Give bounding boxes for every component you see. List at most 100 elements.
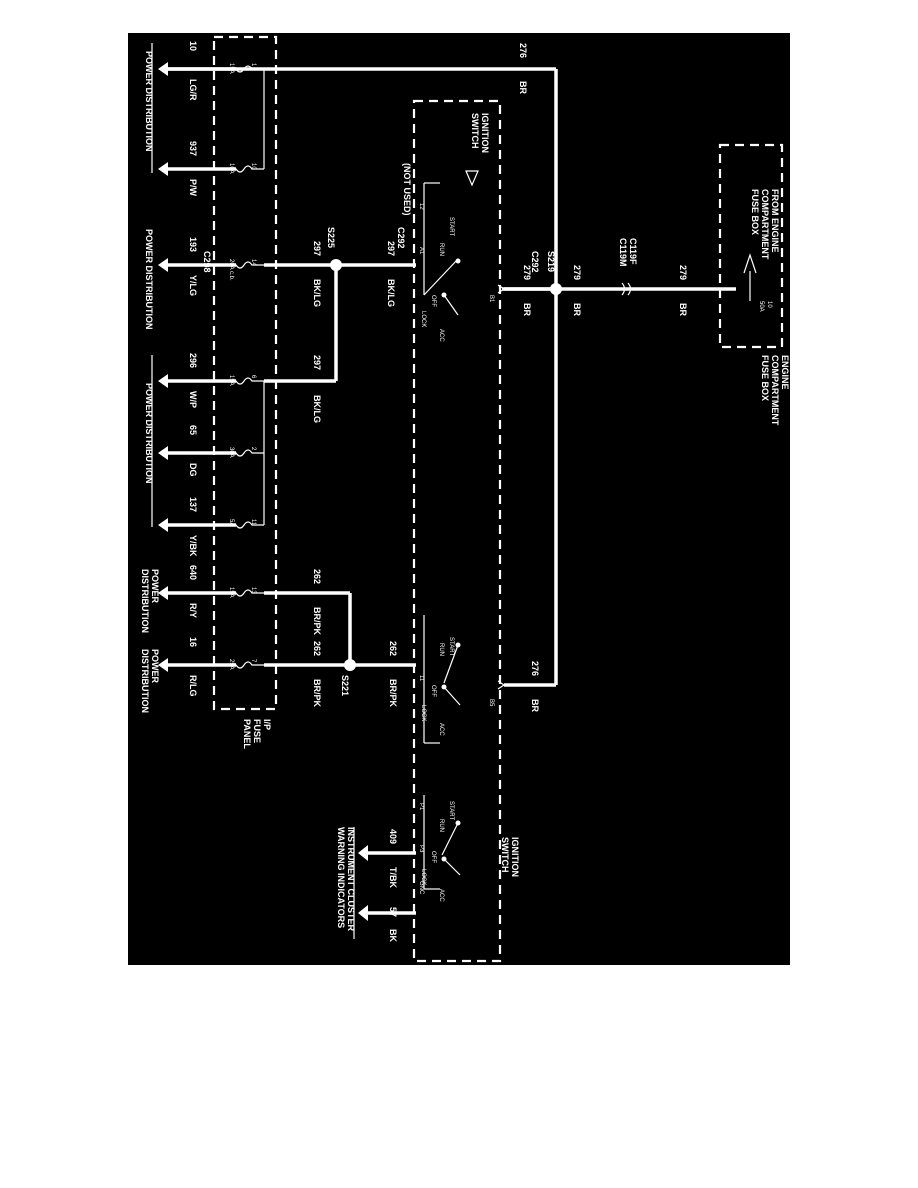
wire-276-top-circuit: 276	[518, 43, 528, 58]
instrument-cluster-label-2: WARNING INDICATORS	[336, 827, 346, 928]
fuse-rating: 20A c.b.	[228, 259, 234, 281]
engine-fuse-box-label-2: COMPARTMENT	[770, 355, 780, 426]
feed-wire-279: C119F C119M 279 BR 279 BR	[502, 238, 736, 316]
fuse-output-color: R/Y	[188, 603, 198, 618]
power-distribution-label-2: POWER DISTRIBUTION	[144, 229, 154, 330]
power-distribution-label-4a: POWER	[150, 569, 160, 604]
switch3-start: START	[448, 801, 454, 820]
ignition-switch-2-title-2: SWITCH	[500, 837, 510, 873]
fuse-rating: 25A	[228, 659, 234, 670]
wire-279-mid-color: BR	[572, 303, 582, 316]
fuse-symbol	[188, 377, 264, 385]
ignition-switch-title-1: IGNITION	[480, 113, 490, 153]
terminal-p3: P3	[418, 845, 424, 853]
wire-279-c292-color: BR	[522, 303, 532, 316]
wire-262-b-color: BR/PK	[312, 679, 322, 708]
terminal-gnc: GNC	[418, 881, 424, 895]
fuse-symbol	[188, 261, 264, 269]
wire-276-right-color: BR	[530, 699, 540, 712]
switch-section-2: START RUN OFF LOCK ACC 11 B5	[418, 615, 506, 744]
splice-s221-label: S221	[340, 675, 350, 696]
fuse-rating: 10A	[228, 163, 234, 174]
fuse-output-circuit: 16	[188, 637, 198, 647]
circuit-297: C292 297 BK/LG S225 297 BK/LG 297 BK/LG	[264, 227, 416, 423]
fuse-output-color: DG	[188, 463, 198, 477]
switch-section-3: START RUN OFF LOCK ACC P1 P3 GNC	[418, 795, 461, 902]
terminal-b1: B1	[488, 295, 494, 303]
fuse-symbol	[188, 521, 264, 529]
switch1-acc: ACC	[438, 329, 444, 342]
switch3-acc: ACC	[438, 889, 444, 902]
fuse-output-color: Y/BK	[188, 535, 198, 557]
wire-297-c-circuit: 297	[312, 355, 322, 370]
fuse-rating: 5A	[228, 519, 234, 526]
power-distribution-label-4b: DISTRIBUTION	[140, 569, 150, 633]
switch3-off: OFF	[430, 851, 436, 863]
terminal-b5: B5	[488, 699, 494, 707]
fuse-symbol	[188, 65, 264, 73]
fuse-output-circuit: 193	[188, 237, 198, 252]
splice-s219-label: S219	[546, 251, 556, 272]
fuse-output-circuit: 137	[188, 497, 198, 512]
wire-57-circuit: 57	[388, 907, 398, 917]
engine-fuse-box-title-3: FUSE BOX	[750, 189, 760, 235]
connector-c119m: C119M	[618, 238, 628, 267]
fuse-output-color: LG/R	[188, 79, 198, 101]
terminal-11: 11	[418, 675, 424, 682]
wire-297-b-color: BK/LG	[312, 279, 322, 307]
fuse-number: 6	[250, 375, 256, 379]
output-arrow	[158, 586, 168, 600]
fuse-output-circuit: 296	[188, 353, 198, 368]
engine-compartment-fuse-box: 10 50A FROM ENGINE COMPARTMENT FUSE BOX …	[718, 143, 790, 426]
fuse-panel-title-1: I/P	[262, 719, 272, 730]
output-arrow	[158, 446, 168, 460]
fuse-number: 1	[250, 63, 256, 67]
fuse-number: 7	[250, 659, 256, 663]
ignition-switch-title-2: SWITCH	[470, 113, 480, 149]
wire-297-b-circuit: 297	[312, 241, 322, 256]
wire-276-top-color: BR	[518, 81, 528, 94]
switch1-run: RUN	[438, 243, 444, 256]
output-arrow	[158, 658, 168, 672]
fuse-panel-title-3: PANEL	[242, 719, 252, 749]
engine-fuse-box-title-2: COMPARTMENT	[760, 189, 770, 260]
wire-262-c-circuit: 262	[312, 569, 322, 584]
switch2-run: RUN	[438, 643, 444, 656]
connector-c292-left: C292	[396, 227, 406, 249]
output-arrow	[158, 62, 168, 76]
fuse-rating: 15A	[228, 375, 234, 386]
power-distribution-label-1: POWER DISTRIBUTION	[144, 51, 154, 152]
wire-57-color: BK	[388, 929, 398, 942]
circuit-262: 262 BR/PK S221 262 BR/PK 262 BR/PK	[264, 569, 416, 708]
connector-c298: C298	[202, 251, 212, 273]
fuse-output-circuit: 10	[188, 41, 198, 51]
switch2-acc: ACC	[438, 723, 444, 736]
fuse-symbol	[188, 165, 264, 173]
wire-262-a-circuit: 262	[388, 641, 398, 656]
output-arrow	[158, 258, 168, 272]
wire-262-b-circuit: 262	[312, 641, 322, 656]
fuse-output-color: Y/LG	[188, 275, 198, 296]
engine-fuse-box-title-1: FROM ENGINE	[770, 189, 780, 253]
not-used-label: (NOT USED)	[402, 163, 412, 216]
fuse-output-color: P/W	[188, 179, 198, 197]
wire-297-a-color: BK/LG	[386, 279, 396, 307]
connector-c119f: C119F	[628, 238, 638, 265]
power-distribution-label-5a: POWER	[150, 649, 160, 684]
engine-fuse-box-label-3: FUSE BOX	[760, 355, 770, 401]
output-arrow	[158, 374, 168, 388]
fuse-output-circuit: 937	[188, 141, 198, 156]
fuse-panel-title-2: FUSE	[252, 719, 262, 743]
wire-279-engine-circuit: 279	[678, 265, 688, 280]
fuse-rating: 15A	[228, 63, 234, 74]
terminal-p1: P1	[418, 803, 424, 811]
fuse-symbol	[188, 449, 264, 457]
wire-279-mid-circuit: 279	[572, 265, 582, 280]
instrument-cluster-label-1: INSTRUMENT CLUSTER	[346, 827, 356, 931]
